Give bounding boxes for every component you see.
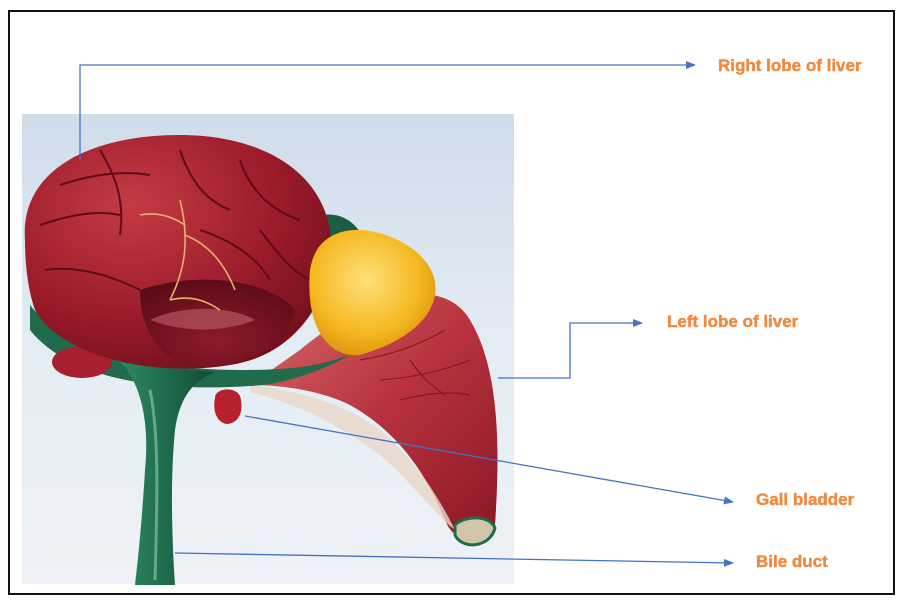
label-bile-duct: Bile duct [756,552,828,572]
label-right-lobe: Right lobe of liver [718,56,862,76]
label-gall-bladder: Gall bladder [756,490,854,510]
leader-left-lobe [498,323,642,378]
gall-bladder-shape [214,389,241,424]
label-left-lobe: Left lobe of liver [667,312,798,332]
